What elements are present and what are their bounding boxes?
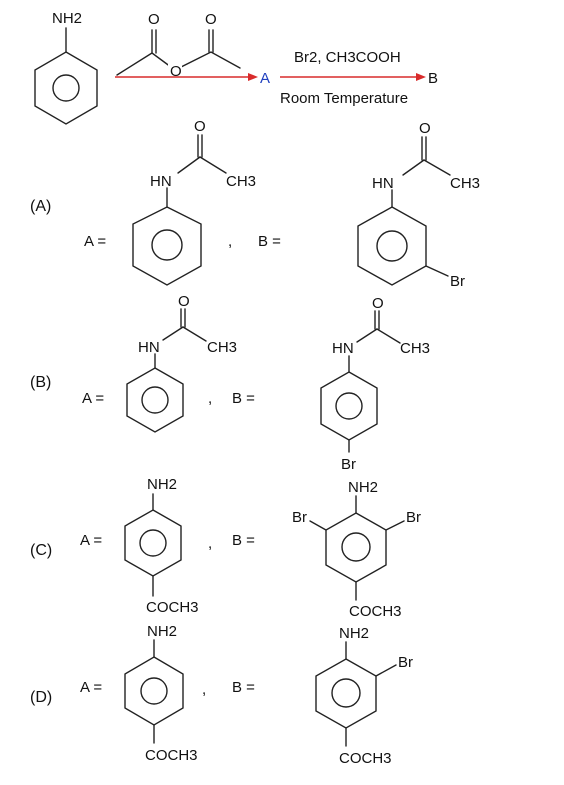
option-b-product-b: O HN CH3 Br xyxy=(320,295,430,473)
n-c-bond xyxy=(402,159,425,176)
acetyl-label: COCH3 xyxy=(146,599,199,616)
n-c-bond xyxy=(177,156,201,174)
c-ch3-bond xyxy=(182,326,207,342)
product-a-label: A xyxy=(260,70,270,87)
reaction-arrow-2 xyxy=(280,73,426,81)
c-br-bond xyxy=(375,664,397,677)
aromatic-circle xyxy=(151,229,183,261)
methyl-label: CH3 xyxy=(450,175,480,192)
acetic-anhydride-structure: O O O xyxy=(116,11,241,80)
option-a-b-equals: B = xyxy=(258,233,281,250)
amide-nh-label: HN xyxy=(332,340,354,357)
c-br-bond xyxy=(425,265,449,277)
aromatic-circle xyxy=(141,386,169,414)
amino-label: NH2 xyxy=(147,476,177,493)
option-b-b-equals: B = xyxy=(232,390,255,407)
aromatic-circle xyxy=(140,677,168,705)
aromatic-circle xyxy=(341,532,371,562)
option-d-product-a: NH2 COCH3 xyxy=(124,623,198,764)
benzene-ring xyxy=(132,206,202,286)
aromatic-circle xyxy=(52,74,80,102)
amino-label: NH2 xyxy=(147,623,177,640)
option-d-product-b: NH2 COCH3 Br xyxy=(315,625,413,767)
oxygen-knockout xyxy=(168,62,182,78)
carbonyl-oxygen: O xyxy=(178,293,190,310)
option-c-a-equals: A = xyxy=(80,532,102,549)
option-a-a-equals: A = xyxy=(84,233,106,250)
methyl-label: CH3 xyxy=(226,173,256,190)
benzene-ring xyxy=(357,206,427,286)
condition-label: Room Temperature xyxy=(280,90,408,107)
aromatic-circle xyxy=(335,392,363,420)
benzene-ring xyxy=(124,656,184,726)
bromo-label: Br xyxy=(398,654,413,671)
aromatic-circle xyxy=(331,678,361,708)
option-a-label: (A) xyxy=(30,198,51,215)
c-br-bond-left xyxy=(309,520,327,531)
amide-nh-label: HN xyxy=(138,339,160,356)
bromo-label: Br xyxy=(341,456,356,473)
amide-nh-label: HN xyxy=(150,173,172,190)
reaction-arrow-1 xyxy=(115,73,258,81)
amine-label: NH2 xyxy=(52,10,82,27)
carbonyl-oxygen-1: O xyxy=(148,11,160,28)
option-b-comma: , xyxy=(208,390,212,407)
n-c-bond xyxy=(162,326,184,341)
methyl-label: CH3 xyxy=(207,339,237,356)
option-d-label: (D) xyxy=(30,689,52,706)
option-d-a-equals: A = xyxy=(80,679,102,696)
aromatic-circle xyxy=(376,230,408,262)
benzene-ring xyxy=(124,509,182,577)
methyl-label: CH3 xyxy=(400,340,430,357)
c-ch3-bond xyxy=(199,156,227,174)
option-c-comma: , xyxy=(208,535,212,552)
bromo-label: Br xyxy=(450,273,465,290)
n-c-bond xyxy=(356,328,378,343)
option-d-b-equals: B = xyxy=(232,679,255,696)
option-a-product-b: O HN CH3 Br xyxy=(357,120,480,290)
benzene-ring xyxy=(320,371,378,441)
amino-label: NH2 xyxy=(339,625,369,642)
product-b-label: B xyxy=(428,70,438,87)
c-ch3-bond xyxy=(376,328,401,344)
bridging-oxygen: O xyxy=(170,63,182,80)
benzene-ring xyxy=(315,658,377,729)
option-b-a-equals: A = xyxy=(82,390,104,407)
aniline-structure: NH2 xyxy=(34,10,98,125)
option-b-product-a: O HN CH3 xyxy=(126,293,237,433)
c-br-bond-right xyxy=(385,520,405,531)
benzene-ring xyxy=(34,51,98,125)
option-a-product-a: O HN CH3 xyxy=(132,118,256,286)
carbonyl-oxygen: O xyxy=(194,118,206,135)
amide-nh-label: HN xyxy=(372,175,394,192)
acetyl-label: COCH3 xyxy=(145,747,198,764)
acetyl-label: COCH3 xyxy=(339,750,392,767)
bromo-label-right: Br xyxy=(406,509,421,526)
option-c-product-b: NH2 COCH3 Br Br xyxy=(292,479,421,620)
benzene-ring xyxy=(126,367,184,433)
benzene-ring xyxy=(325,512,387,583)
c-ch3-bond xyxy=(423,159,451,176)
carbonyl-oxygen: O xyxy=(372,295,384,312)
bromo-label-left: Br xyxy=(292,509,307,526)
option-c-b-equals: B = xyxy=(232,532,255,549)
acetyl-label: COCH3 xyxy=(349,603,402,620)
option-d-comma: , xyxy=(202,681,206,698)
carbonyl-oxygen-2: O xyxy=(205,11,217,28)
amino-label: NH2 xyxy=(348,479,378,496)
aromatic-circle xyxy=(139,529,167,557)
option-b-label: (B) xyxy=(30,374,51,391)
reagent-label: Br2, CH3COOH xyxy=(294,49,401,66)
option-a-comma: , xyxy=(228,233,232,250)
option-c-product-a: NH2 COCH3 xyxy=(124,476,199,616)
carbonyl-oxygen: O xyxy=(419,120,431,137)
option-c-label: (C) xyxy=(30,542,52,559)
